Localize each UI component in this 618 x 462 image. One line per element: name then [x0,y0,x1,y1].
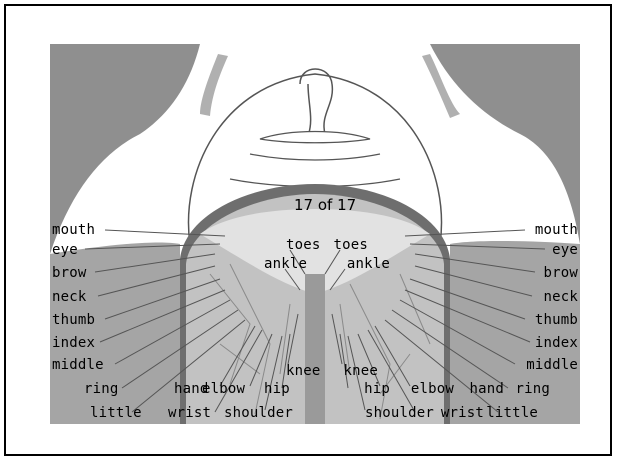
motor-homunculus-figure: 17 of 17 mouth eye brow neck thumb index… [50,44,580,424]
midline [305,274,325,424]
label-left-ankle: ankle [264,256,307,272]
slide-counter: 17 of 17 [294,196,356,214]
label-right-hand: hand [469,381,504,397]
label-left-shoulder: shoulder [224,405,293,421]
label-left-eye: eye [52,242,78,258]
label-left-thumb: thumb [52,312,95,328]
label-left-ring: ring [84,381,119,397]
label-right-mouth: mouth [535,222,578,238]
label-left-little: little [90,405,142,421]
label-right-middle: middle [526,357,578,373]
window-frame: 17 of 17 mouth eye brow neck thumb index… [4,4,612,456]
label-right-ring: ring [515,381,550,397]
label-right-eye: eye [552,242,578,258]
label-left-knee: knee [286,363,321,379]
label-left-index: index [52,335,95,351]
label-right-hip: hip [364,381,390,397]
label-left-wrist: wrist [168,405,211,421]
label-right-toes: toes [333,237,368,253]
label-right-knee: knee [343,363,378,379]
label-right-wrist: wrist [441,405,484,421]
label-right-ankle: ankle [347,256,390,272]
label-right-little: little [486,405,538,421]
label-left-elbow: elbow [202,381,245,397]
label-left-middle: middle [52,357,104,373]
label-left-brow: brow [52,265,87,281]
label-right-thumb: thumb [535,312,578,328]
label-left-hip: hip [264,381,290,397]
label-left-mouth: mouth [52,222,95,238]
label-right-shoulder: shoulder [365,405,434,421]
label-right-index: index [535,335,578,351]
label-left-neck: neck [52,289,87,305]
label-right-brow: brow [543,265,578,281]
label-right-elbow: elbow [411,381,454,397]
label-right-neck: neck [543,289,578,305]
label-left-toes: toes [286,237,321,253]
